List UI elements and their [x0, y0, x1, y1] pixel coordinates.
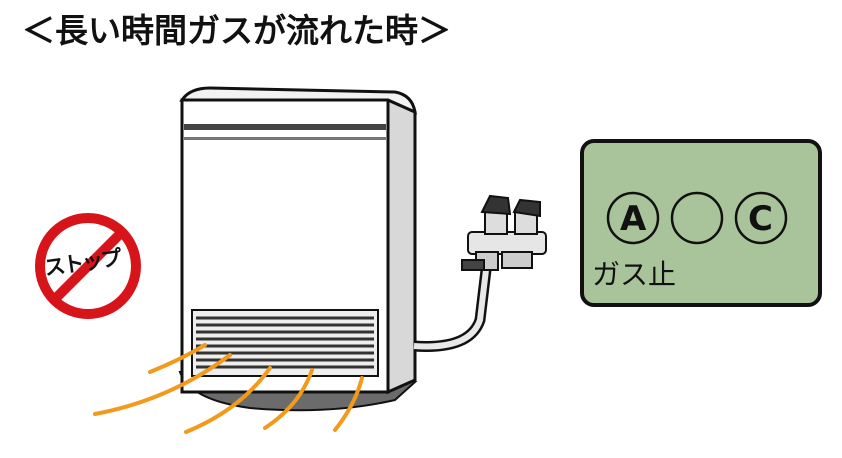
indicator-c-ring: [734, 191, 788, 245]
gas-stop-status: ガス止: [592, 258, 677, 291]
stop-sign: [35, 213, 141, 319]
heater-side: [386, 97, 417, 395]
heater-grille: [191, 309, 379, 377]
gas-valve: [461, 194, 547, 271]
gas-hose: [413, 269, 492, 352]
indicator-a-ring: [606, 191, 660, 245]
page-title: ＜長い時間ガスが流れた時＞: [22, 11, 451, 50]
heat-waves: [93, 343, 364, 434]
display-panel: [580, 139, 822, 307]
indicator-c: C: [748, 199, 773, 239]
heater-top: [179, 86, 417, 115]
indicator-b-ring: [670, 191, 724, 245]
indicator-a: A: [620, 199, 647, 239]
